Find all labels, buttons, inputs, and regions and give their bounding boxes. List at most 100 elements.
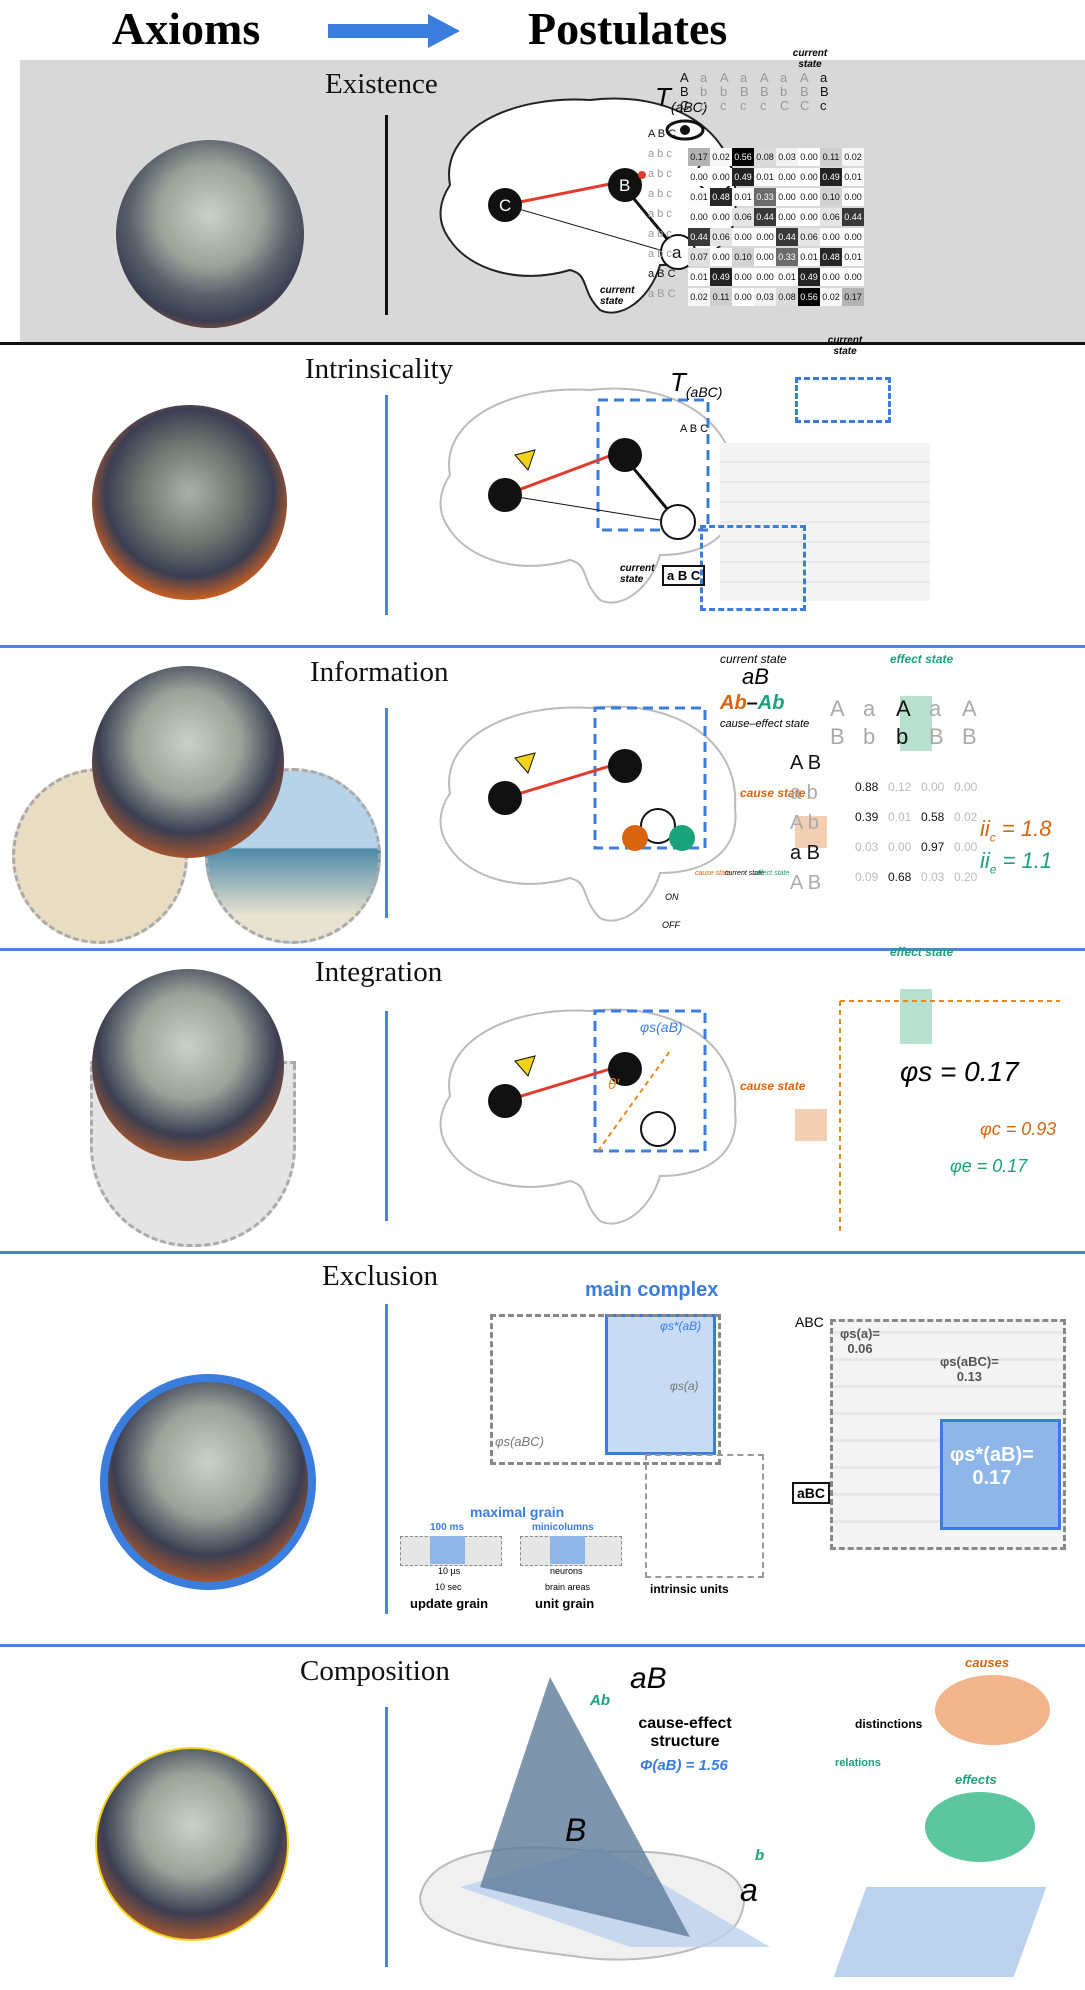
tpm-cell: 0.00 [732,228,754,246]
tpm-cell: 0.17 [842,288,864,306]
tpm-cell: 0.00 [732,268,754,286]
pin-icon [514,449,536,471]
tpm-cell: 0.00 [776,168,798,186]
composition-title: Composition [300,1655,450,1687]
phi-star-value: φs*(aB)= 0.17 [950,1444,1034,1489]
row-label: A B C [648,128,677,140]
col-B-label: B [929,724,944,749]
tpm-cell: 0.00 [754,228,776,246]
column-label: A [800,70,809,85]
tpm-cell: 0.07 [688,248,710,266]
intrinsic-units-label: intrinsic units [650,1582,729,1596]
tpm-cell: 0.49 [710,268,732,286]
col-A-label: A [896,696,911,721]
tpm-cell: 0.00 [820,268,842,286]
col-A-label: a [929,696,942,721]
brain-diagram-intrinsic [439,387,737,604]
main-complex-label: main complex [585,1279,719,1301]
cause-highlight-int [795,1109,827,1141]
existence-title: Existence [325,68,438,100]
row-label: a b c [648,248,672,260]
comp-B-label: B [565,1812,587,1848]
tpm-cell: 0.00 [710,168,732,186]
column-label: b [700,84,708,99]
row-label: a B C [648,288,676,300]
effect-highlight-int [900,989,932,1044]
phi-e-value: φe = 0.17 [950,1156,1028,1176]
cause-highlight [795,816,827,848]
column-label: A [680,70,689,85]
phi-aBC-value: φs(aBC)= 0.13 [940,1354,999,1384]
tpm-cell: 0.00 [842,268,864,286]
tpm-cell: 0.48 [710,188,732,206]
column-label: B [740,84,749,99]
phi-a-value: φs(a)= 0.06 [840,1326,881,1356]
tpm-cell: 0.49 [732,168,754,186]
tpm-cell: 0.02 [820,288,842,306]
comp-b-label: b [755,1847,765,1864]
cause-effect-label: Ab–Ab [720,692,785,714]
column-label: b [780,84,788,99]
info-row-label: A B [790,752,822,774]
info-cell: 0.00 [888,840,912,854]
node-b [608,168,642,202]
tpm-cell: 0.00 [798,148,820,166]
info-cell: 0.00 [954,840,978,854]
ii-e-label: iie = 1.1 [980,848,1053,877]
column-label: c [820,98,827,113]
info-cell: 0.03 [921,870,945,884]
tpm-cell: 0.01 [688,188,710,206]
scene-photo-composition [95,1747,289,1941]
tpm-cell: 0.00 [776,188,798,206]
brain-diagram: C B a [439,97,737,314]
intrinsicality-panel: Intrinsicality T(aBC) current state A B … [20,335,1085,645]
tpm-cell: 0.01 [842,168,864,186]
tpm-cell: 0.11 [710,288,732,306]
col-B-label: B [830,724,845,749]
effect-state-text: effect state [890,652,954,666]
composition-panel: Composition aB Ab cause-effect structure… [20,1647,1085,1987]
tpm-cell: 0.08 [776,288,798,306]
exclusion-row-header: ABC [795,1314,824,1330]
T-label: T(aBC) [655,82,708,116]
pin-icon [514,1055,536,1077]
effect-node [669,825,695,851]
comp-Ab-label: Ab [590,1692,610,1709]
tpm-cell: 0.03 [754,288,776,306]
information-panel: Information current state aB Ab–Ab cause… [12,648,1085,948]
current-state-row-label: current state [600,285,635,307]
tpm-cell: 0.48 [820,248,842,266]
column-label: a [780,70,788,85]
info-cell: 0.88 [855,780,879,794]
info-cell: 0.00 [921,780,945,794]
tpm-cell: 0.01 [842,248,864,266]
tpm-cell: 0.06 [710,228,732,246]
state-label-box: a B C [662,565,706,586]
tpm-cell: 0.44 [688,228,710,246]
tpm-cell: 0.49 [798,268,820,286]
tpm-cell: 0.01 [688,268,710,286]
tpm-cell: 0.00 [842,228,864,246]
cause-state-text: cause state [740,786,806,800]
column-label: B [820,84,829,99]
tpm-matrix-faded [720,443,930,601]
column-label: A [720,70,729,85]
exclusion-title: Exclusion [322,1260,438,1292]
tpm-cell: 0.00 [820,228,842,246]
T-label-intrinsic: T(aBC) [670,367,723,401]
column-label: C [680,98,690,113]
tpm-cell: 0.00 [798,188,820,206]
effects-label: effects [955,1772,997,1787]
scene-photo-faded [92,405,287,600]
tpm-cell: 0.06 [798,228,820,246]
comp-a-label: a [740,1872,758,1908]
tpm-cell: 0.44 [842,208,864,226]
column-label: B [680,84,689,99]
col-A-label: A [962,696,977,721]
tpm-cell: 0.08 [754,148,776,166]
column-label: C [780,98,790,113]
arrow-right-icon [328,14,460,48]
row-label: a b c [648,188,672,200]
phi-c-value: φc = 0.93 [980,1119,1057,1139]
tpm-cell: 0.56 [798,288,820,306]
